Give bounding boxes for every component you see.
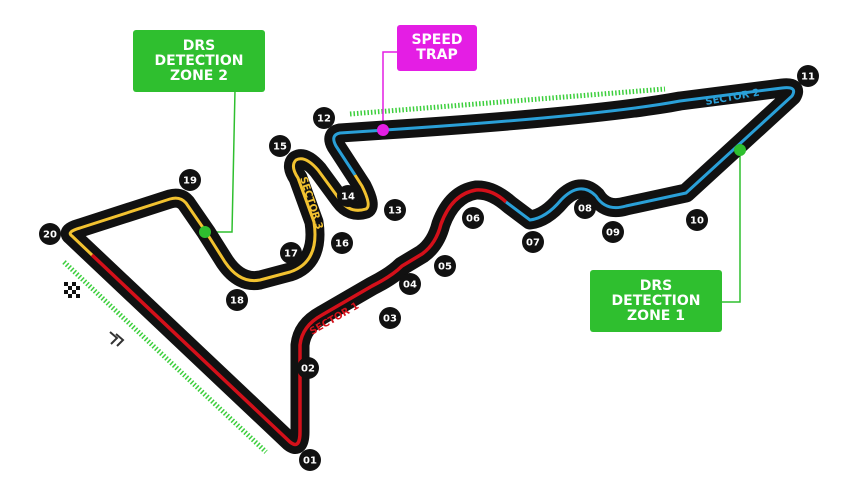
corner-number: 11 [801,72,815,83]
corner-number: 12 [317,114,331,125]
corner-marker-circle [39,223,61,245]
corner-number: 17 [284,249,298,260]
corner-number: 18 [230,296,244,307]
corner-marker: 04 [399,273,421,295]
corner-marker-circle [522,231,544,253]
corner-marker: 08 [574,197,596,219]
drs-detection-2-marker [199,226,211,238]
corner-marker-circle [399,273,421,295]
corner-number: 02 [301,364,315,375]
sector-1-line [90,188,508,447]
drs-detection-1-marker [734,144,746,156]
callout-line: DETECTION [611,292,701,309]
speed-trap-marker [377,124,389,136]
callout-line: DRS [182,37,216,54]
corner-marker-circle [226,289,248,311]
speed-trap-callout: SPEED TRAP [397,25,477,71]
corner-marker: 16 [331,232,353,254]
corner-marker-circle [313,107,335,129]
corner-marker: 17 [280,242,302,264]
speed-trap-leader [382,51,398,130]
corner-marker: 10 [686,209,708,231]
corner-number: 10 [690,216,704,227]
corner-number: 16 [335,239,349,250]
corner-number: 05 [438,262,452,273]
corner-marker-circle [331,232,353,254]
callout-line: SPEED [411,32,463,48]
corner-marker: 15 [269,135,291,157]
corner-marker: 18 [226,289,248,311]
corner-number: 19 [183,176,197,187]
corner-marker-circle [462,207,484,229]
drs-detection-zone-1-callout: DRS DETECTION ZONE 1 [590,270,722,332]
drs-zone-main-straight [62,260,268,454]
corner-number: 03 [383,314,397,325]
corner-number: 13 [388,206,402,217]
corner-marker-circle [602,221,624,243]
corner-marker-circle [797,65,819,87]
corner-number: 09 [606,228,620,239]
corner-marker: 05 [434,255,456,277]
corner-marker: 07 [522,231,544,253]
drs-zone-top [349,86,666,117]
corner-marker-circle [297,357,319,379]
callout-line: DRS [639,277,673,294]
corner-number: 14 [341,192,355,203]
direction-chevron-icon [109,331,125,347]
sector-3-line [68,157,370,283]
corner-marker: 06 [462,207,484,229]
corner-marker-circle [179,169,201,191]
drs-zone-2-leader [205,89,236,233]
corner-marker: 12 [313,107,335,129]
corner-marker-circle [384,199,406,221]
corner-number: 04 [403,280,417,291]
corner-marker-circle [280,242,302,264]
corner-marker-circle [434,255,456,277]
corner-marker-circle [299,449,321,471]
corner-number: 07 [526,238,540,249]
corner-marker: 03 [379,307,401,329]
corner-marker-circle [574,197,596,219]
callout-line: TRAP [416,47,458,63]
corner-marker: 02 [297,357,319,379]
corner-number: 15 [273,142,287,153]
corner-marker: 13 [384,199,406,221]
checkered-flag-icon [64,282,80,298]
corner-marker-circle [686,209,708,231]
corner-marker: 19 [179,169,201,191]
track-outline [60,78,804,454]
corner-number: 06 [466,214,480,225]
drs-zone-1-leader [722,150,741,303]
corner-marker: 11 [797,65,819,87]
corner-marker-circle [269,135,291,157]
corner-number: 08 [578,204,592,215]
callout-line: ZONE 2 [170,67,228,84]
corner-number: 20 [43,230,57,241]
corner-number: 01 [303,456,317,467]
callout-line: DETECTION [154,52,244,69]
corner-marker-circle [337,185,359,207]
corner-marker: 01 [299,449,321,471]
callout-line: ZONE 1 [627,307,685,324]
corner-marker: 20 [39,223,61,245]
drs-detection-zone-2-callout: DRS DETECTION ZONE 2 [133,30,265,92]
corner-marker: 09 [602,221,624,243]
corner-marker: 14 [337,185,359,207]
corner-marker-circle [379,307,401,329]
